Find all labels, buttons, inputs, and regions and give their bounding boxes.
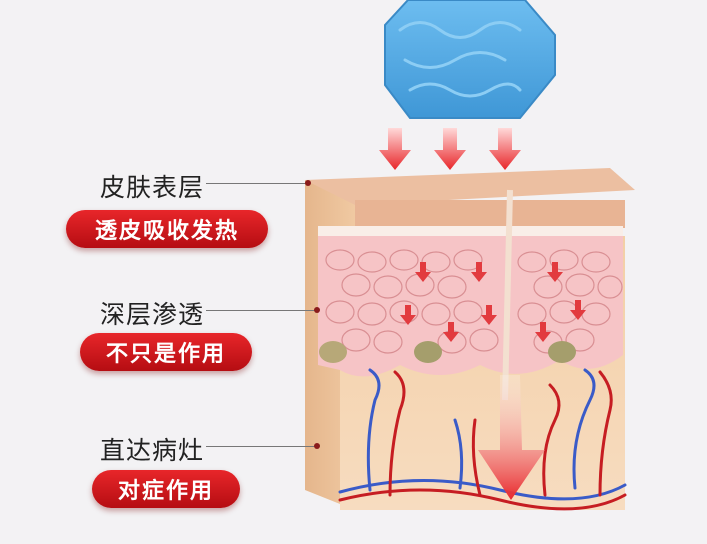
leader-line-lesion <box>206 446 316 447</box>
leader-dot-lesion <box>314 443 320 449</box>
effect-pill-deep: 不只是作用 <box>80 333 252 371</box>
leader-line-deep <box>206 310 316 311</box>
layer-label-surface: 皮肤表层 <box>100 173 205 202</box>
effect-pill-surface: 透皮吸收发热 <box>66 210 268 248</box>
down-arrow-icon <box>379 128 521 170</box>
leader-dot-surface <box>305 180 311 186</box>
layer-label-lesion: 直达病灶 <box>100 436 205 465</box>
leader-line-surface <box>206 183 308 184</box>
heat-patch-icon <box>384 0 556 119</box>
layer-label-deep: 深层渗透 <box>100 300 205 329</box>
effect-pill-lesion: 对症作用 <box>92 470 240 508</box>
leader-dot-deep <box>314 307 320 313</box>
